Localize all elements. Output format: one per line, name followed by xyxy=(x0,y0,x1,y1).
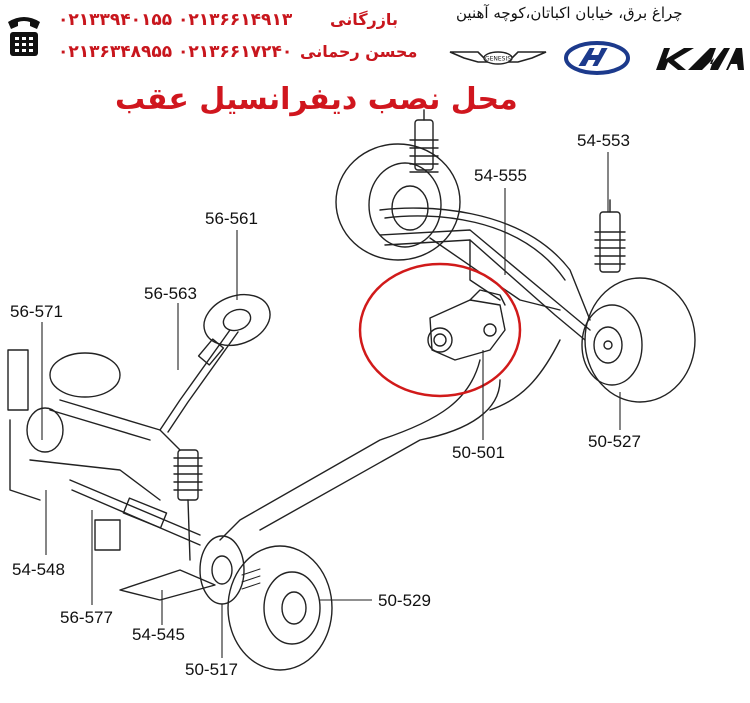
front-strut xyxy=(173,449,203,561)
phone-numbers-line1: ۰۲۱۳۳۹۴۰۱۵۵ ۰۲۱۳۶۶۱۴۹۱۳ xyxy=(58,10,293,30)
engine-assembly xyxy=(7,349,181,551)
part-label-50-529: 50-529 xyxy=(378,591,431,610)
company-name: بازرگانی xyxy=(330,10,398,29)
part-label-50-501: 50-501 xyxy=(452,443,505,462)
rear-strut-right xyxy=(594,199,626,273)
genesis-logo: GENESIS xyxy=(449,51,547,65)
telephone-icon xyxy=(8,17,40,56)
part-label-56-561: 56-561 xyxy=(205,209,258,228)
part-label-56-571: 56-571 xyxy=(10,302,63,321)
owner-name: محسن رحمانی xyxy=(300,42,418,61)
part-label-54-545: 54-545 xyxy=(132,625,185,644)
part-label-54-553: 54-553 xyxy=(577,131,630,150)
steering-wheel xyxy=(203,293,271,347)
hyundai-logo xyxy=(564,41,630,75)
front-brake-disc xyxy=(199,535,245,605)
rear-strut-left xyxy=(409,109,439,173)
part-label-56-563: 56-563 xyxy=(144,284,197,303)
front-wheel xyxy=(227,545,333,671)
rear-right-wheel xyxy=(581,277,696,403)
part-label-50-517: 50-517 xyxy=(185,660,238,679)
differential-highlight-circle xyxy=(358,262,522,398)
part-label-50-527: 50-527 xyxy=(588,432,641,451)
part-label-54-548: 54-548 xyxy=(12,560,65,579)
part-label-56-577: 56-577 xyxy=(60,608,113,627)
phone-numbers-line2: ۰۲۱۳۶۳۴۸۹۵۵ ۰۲۱۳۶۶۱۷۲۴۰ xyxy=(58,42,293,62)
rear-differential xyxy=(427,289,506,361)
shop-address: چراغ برق، خیابان اکباتان،کوچه آهنین xyxy=(456,4,683,22)
page-title: محل نصب دیفرانسیل عقب xyxy=(115,82,518,117)
kia-logo xyxy=(656,48,744,70)
part-label-54-555: 54-555 xyxy=(474,166,527,185)
genesis-logo-text: GENESIS xyxy=(485,56,511,63)
rear-left-wheel xyxy=(335,143,461,261)
